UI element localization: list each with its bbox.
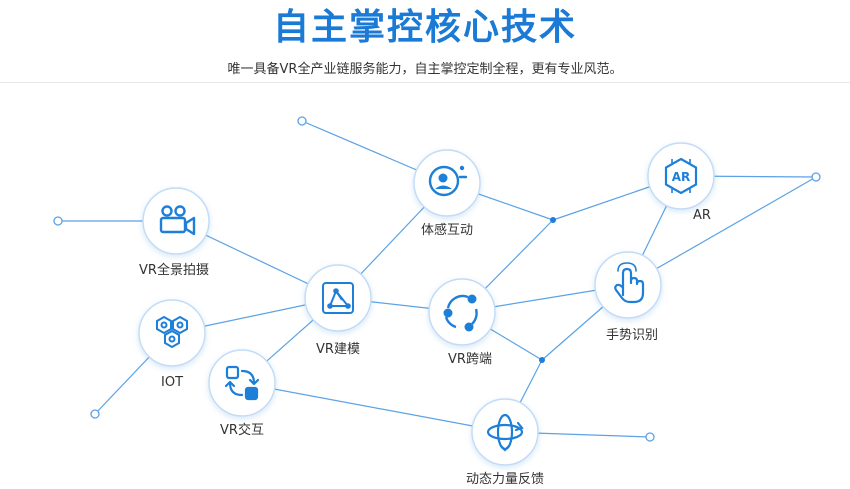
ar-icon <box>664 157 698 195</box>
junction-dot <box>550 217 556 223</box>
hand-pointer-icon <box>614 262 645 304</box>
node-label: AR <box>693 208 711 223</box>
edge <box>627 176 817 286</box>
endpoint-dot <box>90 409 100 419</box>
rotate-3d-icon <box>486 413 524 452</box>
video-camera-icon <box>159 205 196 236</box>
node-label: 体感互动 <box>421 222 473 238</box>
node-gesture[interactable]: 手势识别 <box>594 251 662 343</box>
node-cross[interactable]: VR跨端 <box>428 278 496 367</box>
person-chat-icon <box>428 165 468 197</box>
node-label: 动态力量反馈 <box>466 472 544 487</box>
node-label: IOT <box>161 375 183 390</box>
node-label: VR全景拍摄 <box>139 262 209 278</box>
node-modeling[interactable]: VR建模 <box>304 264 372 357</box>
header-divider <box>0 82 850 83</box>
page-title: 自主掌控核心技术 <box>272 7 577 48</box>
node-label: VR交互 <box>220 422 264 438</box>
endpoints <box>53 116 821 442</box>
node-feedback[interactable]: 动态力量反馈 <box>466 398 544 487</box>
swap-cycle-icon <box>224 365 260 401</box>
node-somatosensory[interactable]: 体感互动 <box>413 149 481 238</box>
node-label: 手势识别 <box>606 327 658 343</box>
endpoint-dot <box>297 116 307 126</box>
node-label: VR建模 <box>316 342 360 357</box>
hexagon-cluster-icon <box>156 315 188 349</box>
page-subtitle: 唯一具备VR全产业链服务能力，自主掌控定制全程，更有专业风范。 <box>227 62 623 77</box>
node-interaction[interactable]: VR交互 <box>208 349 276 438</box>
node-panorama[interactable]: VR全景拍摄 <box>139 187 210 278</box>
3d-model-icon <box>322 282 354 314</box>
ar-icon-text: AR <box>672 170 691 184</box>
node-ar[interactable]: AR AR <box>647 142 715 223</box>
node-label: VR跨端 <box>448 352 492 367</box>
endpoint-dot <box>645 432 655 442</box>
share-network-icon <box>443 294 478 332</box>
endpoint-dot <box>811 172 821 182</box>
node-iot[interactable]: IOT <box>138 299 206 390</box>
junction-dot <box>539 357 545 363</box>
endpoint-dot <box>53 216 63 226</box>
edge <box>241 382 506 433</box>
